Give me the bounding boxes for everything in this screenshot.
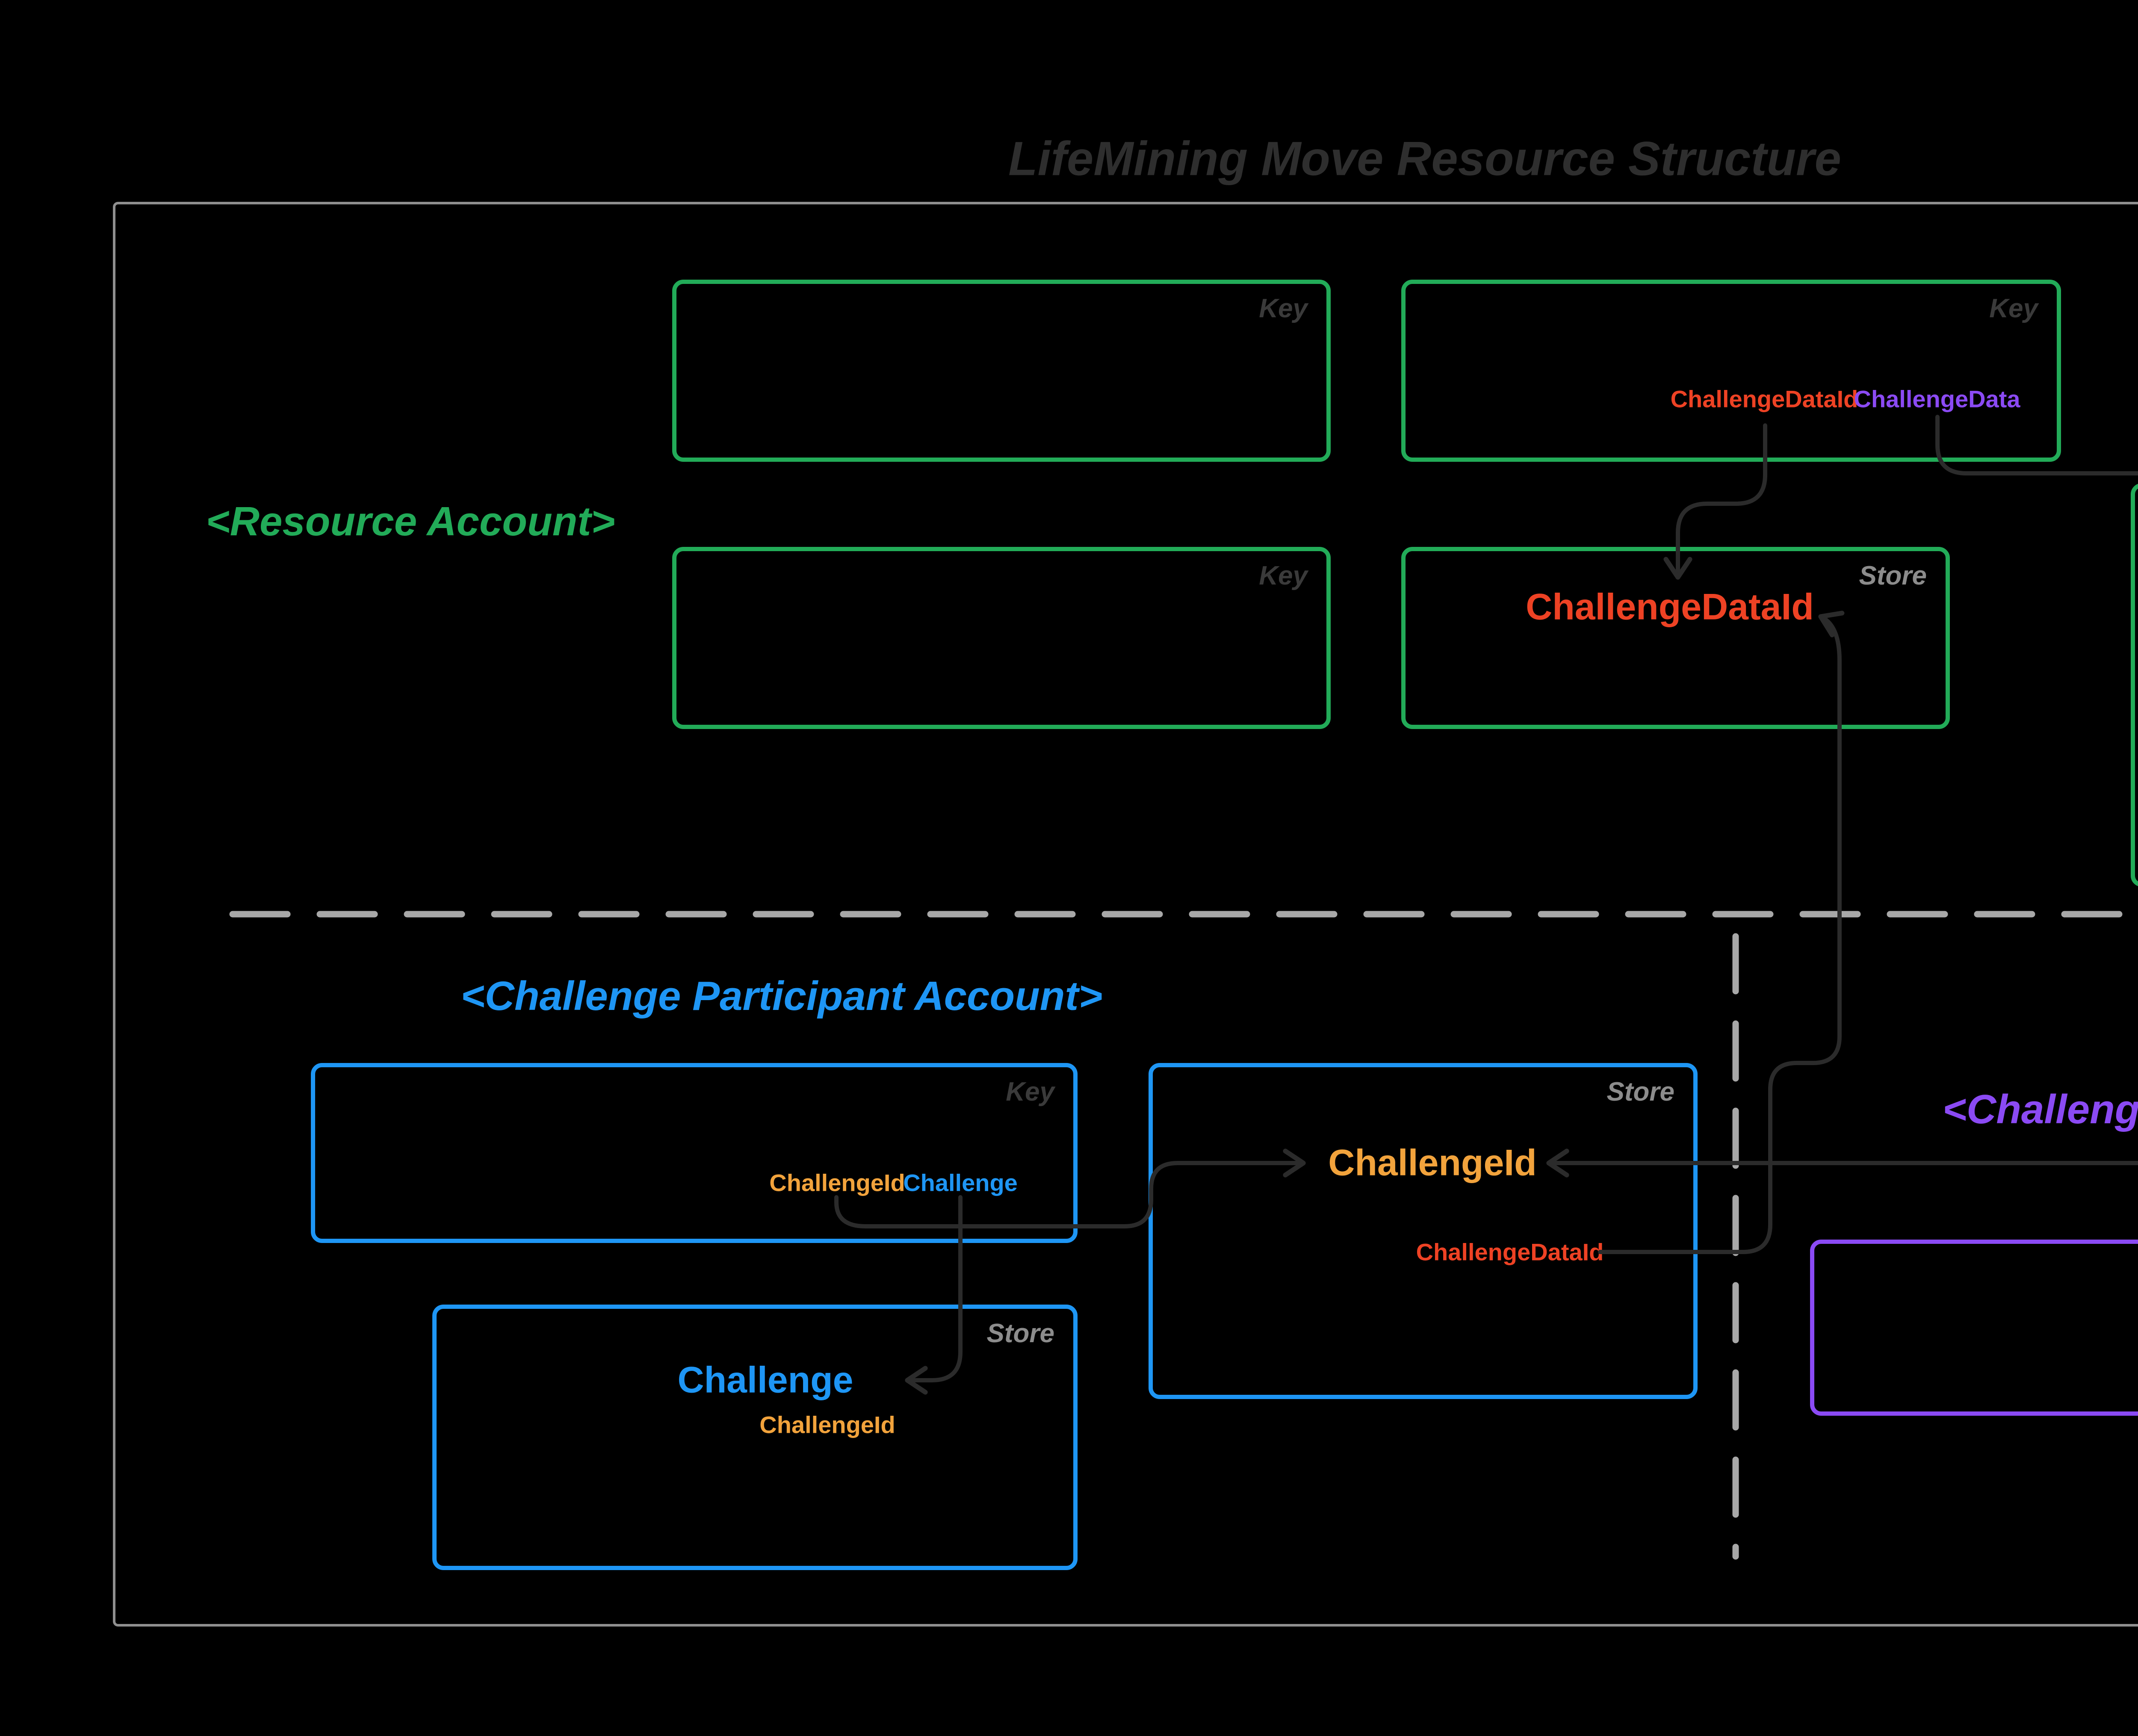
arrow-storereference-challengedataid-to-store <box>1598 611 1845 1254</box>
store-challengeid-reference: ChallengeId <box>759 1411 895 1438</box>
challenge-host-account-label: <Challenge Host Account> <box>1943 1086 2138 1132</box>
store-challenge-resource: Challenge <box>677 1359 853 1401</box>
key-badge: Key <box>1259 294 1308 323</box>
store-badge: Store <box>986 1319 1054 1348</box>
participant-key-challenge-field: Challenge <box>903 1169 1018 1196</box>
arrow-key-challengedataid-to-store <box>1663 423 1767 580</box>
host-key-box: Key <box>1810 1240 2138 1416</box>
store-challengeid-resource: ChallengeId <box>1328 1142 1537 1184</box>
store-badge: Store <box>1606 1077 1674 1107</box>
resource-key-box-1: Key <box>672 280 1331 462</box>
resource-key-box-3: Key <box>1401 280 2061 462</box>
key-badge: Key <box>1006 1077 1054 1107</box>
key3-challengedataid-field: ChallengeDataId <box>1670 385 1858 413</box>
arrow-key-challengedata-to-store <box>1935 415 2138 475</box>
page-title: LifeMining Move Resource Structure <box>1008 132 1841 186</box>
arrow-participantkey-challenge-to-store <box>905 1195 963 1395</box>
arrow-hostkey-challengeid-to-store <box>1546 1148 2138 1178</box>
resource-store-challengedataid-box: Store <box>1401 547 1950 729</box>
participant-store-challengeid-box: Store <box>1149 1063 1698 1399</box>
participant-key-box: Key <box>311 1063 1078 1243</box>
key3-challengedata-field: ChallengeData <box>1854 385 2020 413</box>
store-challengedataid-resource: ChallengeDataId <box>1526 586 1814 628</box>
store-badge: Store <box>1859 561 1927 590</box>
store-challengedataid-reference: ChallengeDataId <box>1416 1238 1604 1266</box>
challenge-participant-account-label: <Challenge Participant Account> <box>461 973 1103 1019</box>
participant-store-challenge-box: Store <box>432 1305 1078 1570</box>
diagram-outer-border <box>113 202 2138 1627</box>
resource-account-label: <Resource Account> <box>206 499 615 544</box>
key-badge: Key <box>1259 561 1308 590</box>
arrow-participantkey-challengeid-to-store <box>834 1148 1306 1228</box>
key-badge: Key <box>1989 294 2038 323</box>
participant-key-challengeid-field: ChallengeId <box>769 1169 905 1196</box>
resource-key-box-2: Key <box>672 547 1331 729</box>
